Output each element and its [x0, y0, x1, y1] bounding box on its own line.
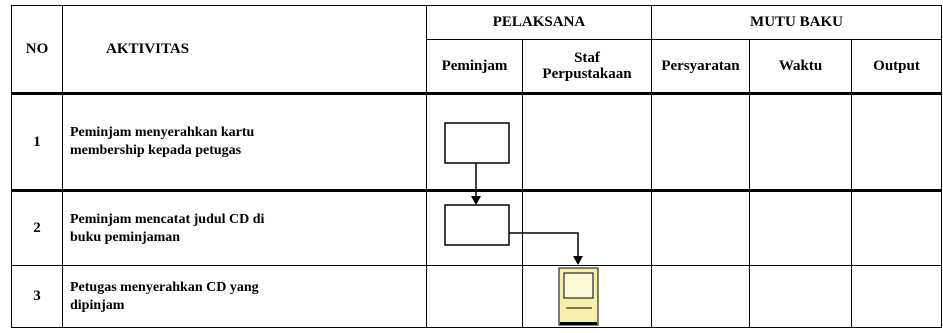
lane-staf-cell: [522, 92, 652, 191]
activity-line: Peminjam mencatat judul CD di: [70, 211, 265, 227]
table-row: 2 Peminjam mencatat judul CD di buku pem…: [11, 189, 942, 266]
lane-staf-cell: [522, 189, 652, 266]
table-row: 1 Peminjam menyerahkan kartu membership …: [11, 92, 942, 191]
persyaratan-cell: [651, 189, 750, 266]
header-peminjam: Peminjam: [426, 39, 523, 94]
lane-staf-cell: [522, 265, 652, 328]
waktu-cell: [749, 265, 852, 328]
persyaratan-cell: [651, 265, 750, 328]
header-mutu-baku: MUTU BAKU: [651, 5, 942, 40]
sop-table: NO AKTIVITAS PELAKSANA MUTU BAKU Peminja…: [11, 5, 942, 328]
activity-line: membership kepada petugas: [70, 143, 242, 158]
header-staf-perpustakaan: Staf Perpustakaan: [522, 39, 652, 94]
activity-cell: Peminjam mencatat judul CD di buku pemin…: [62, 189, 427, 266]
table-row: 3 Petugas menyerahkan CD yang dipinjam: [11, 265, 942, 328]
waktu-cell: [749, 189, 852, 266]
activity-line: Peminjam menyerahkan kartu: [70, 125, 255, 140]
activity-line: Petugas menyerahkan CD yang: [70, 279, 259, 295]
activity-cell: Petugas menyerahkan CD yang dipinjam: [62, 265, 427, 328]
activity-cell: Peminjam menyerahkan kartu membership ke…: [62, 92, 427, 191]
output-cell: [851, 265, 942, 328]
output-cell: [851, 189, 942, 266]
output-cell: [851, 92, 942, 191]
activity-line: dipinjam: [70, 297, 125, 313]
header-aktivitas: AKTIVITAS: [62, 5, 427, 94]
header-staf-line2: Perpustakaan: [542, 66, 632, 82]
header-no: NO: [11, 5, 63, 94]
header-waktu: Waktu: [749, 39, 852, 94]
lane-peminjam-cell: [426, 189, 523, 266]
lane-peminjam-cell: [426, 265, 523, 328]
header-persyaratan: Persyaratan: [651, 39, 750, 94]
row-number: 2: [11, 189, 63, 266]
lane-peminjam-cell: [426, 92, 523, 191]
persyaratan-cell: [651, 92, 750, 191]
header-output: Output: [851, 39, 942, 94]
row-number: 3: [11, 265, 63, 328]
row-number: 1: [11, 92, 63, 191]
header-staf-line1: Staf: [574, 50, 600, 66]
header-pelaksana: PELAKSANA: [426, 5, 652, 40]
activity-line: buku peminjaman: [70, 229, 181, 245]
waktu-cell: [749, 92, 852, 191]
